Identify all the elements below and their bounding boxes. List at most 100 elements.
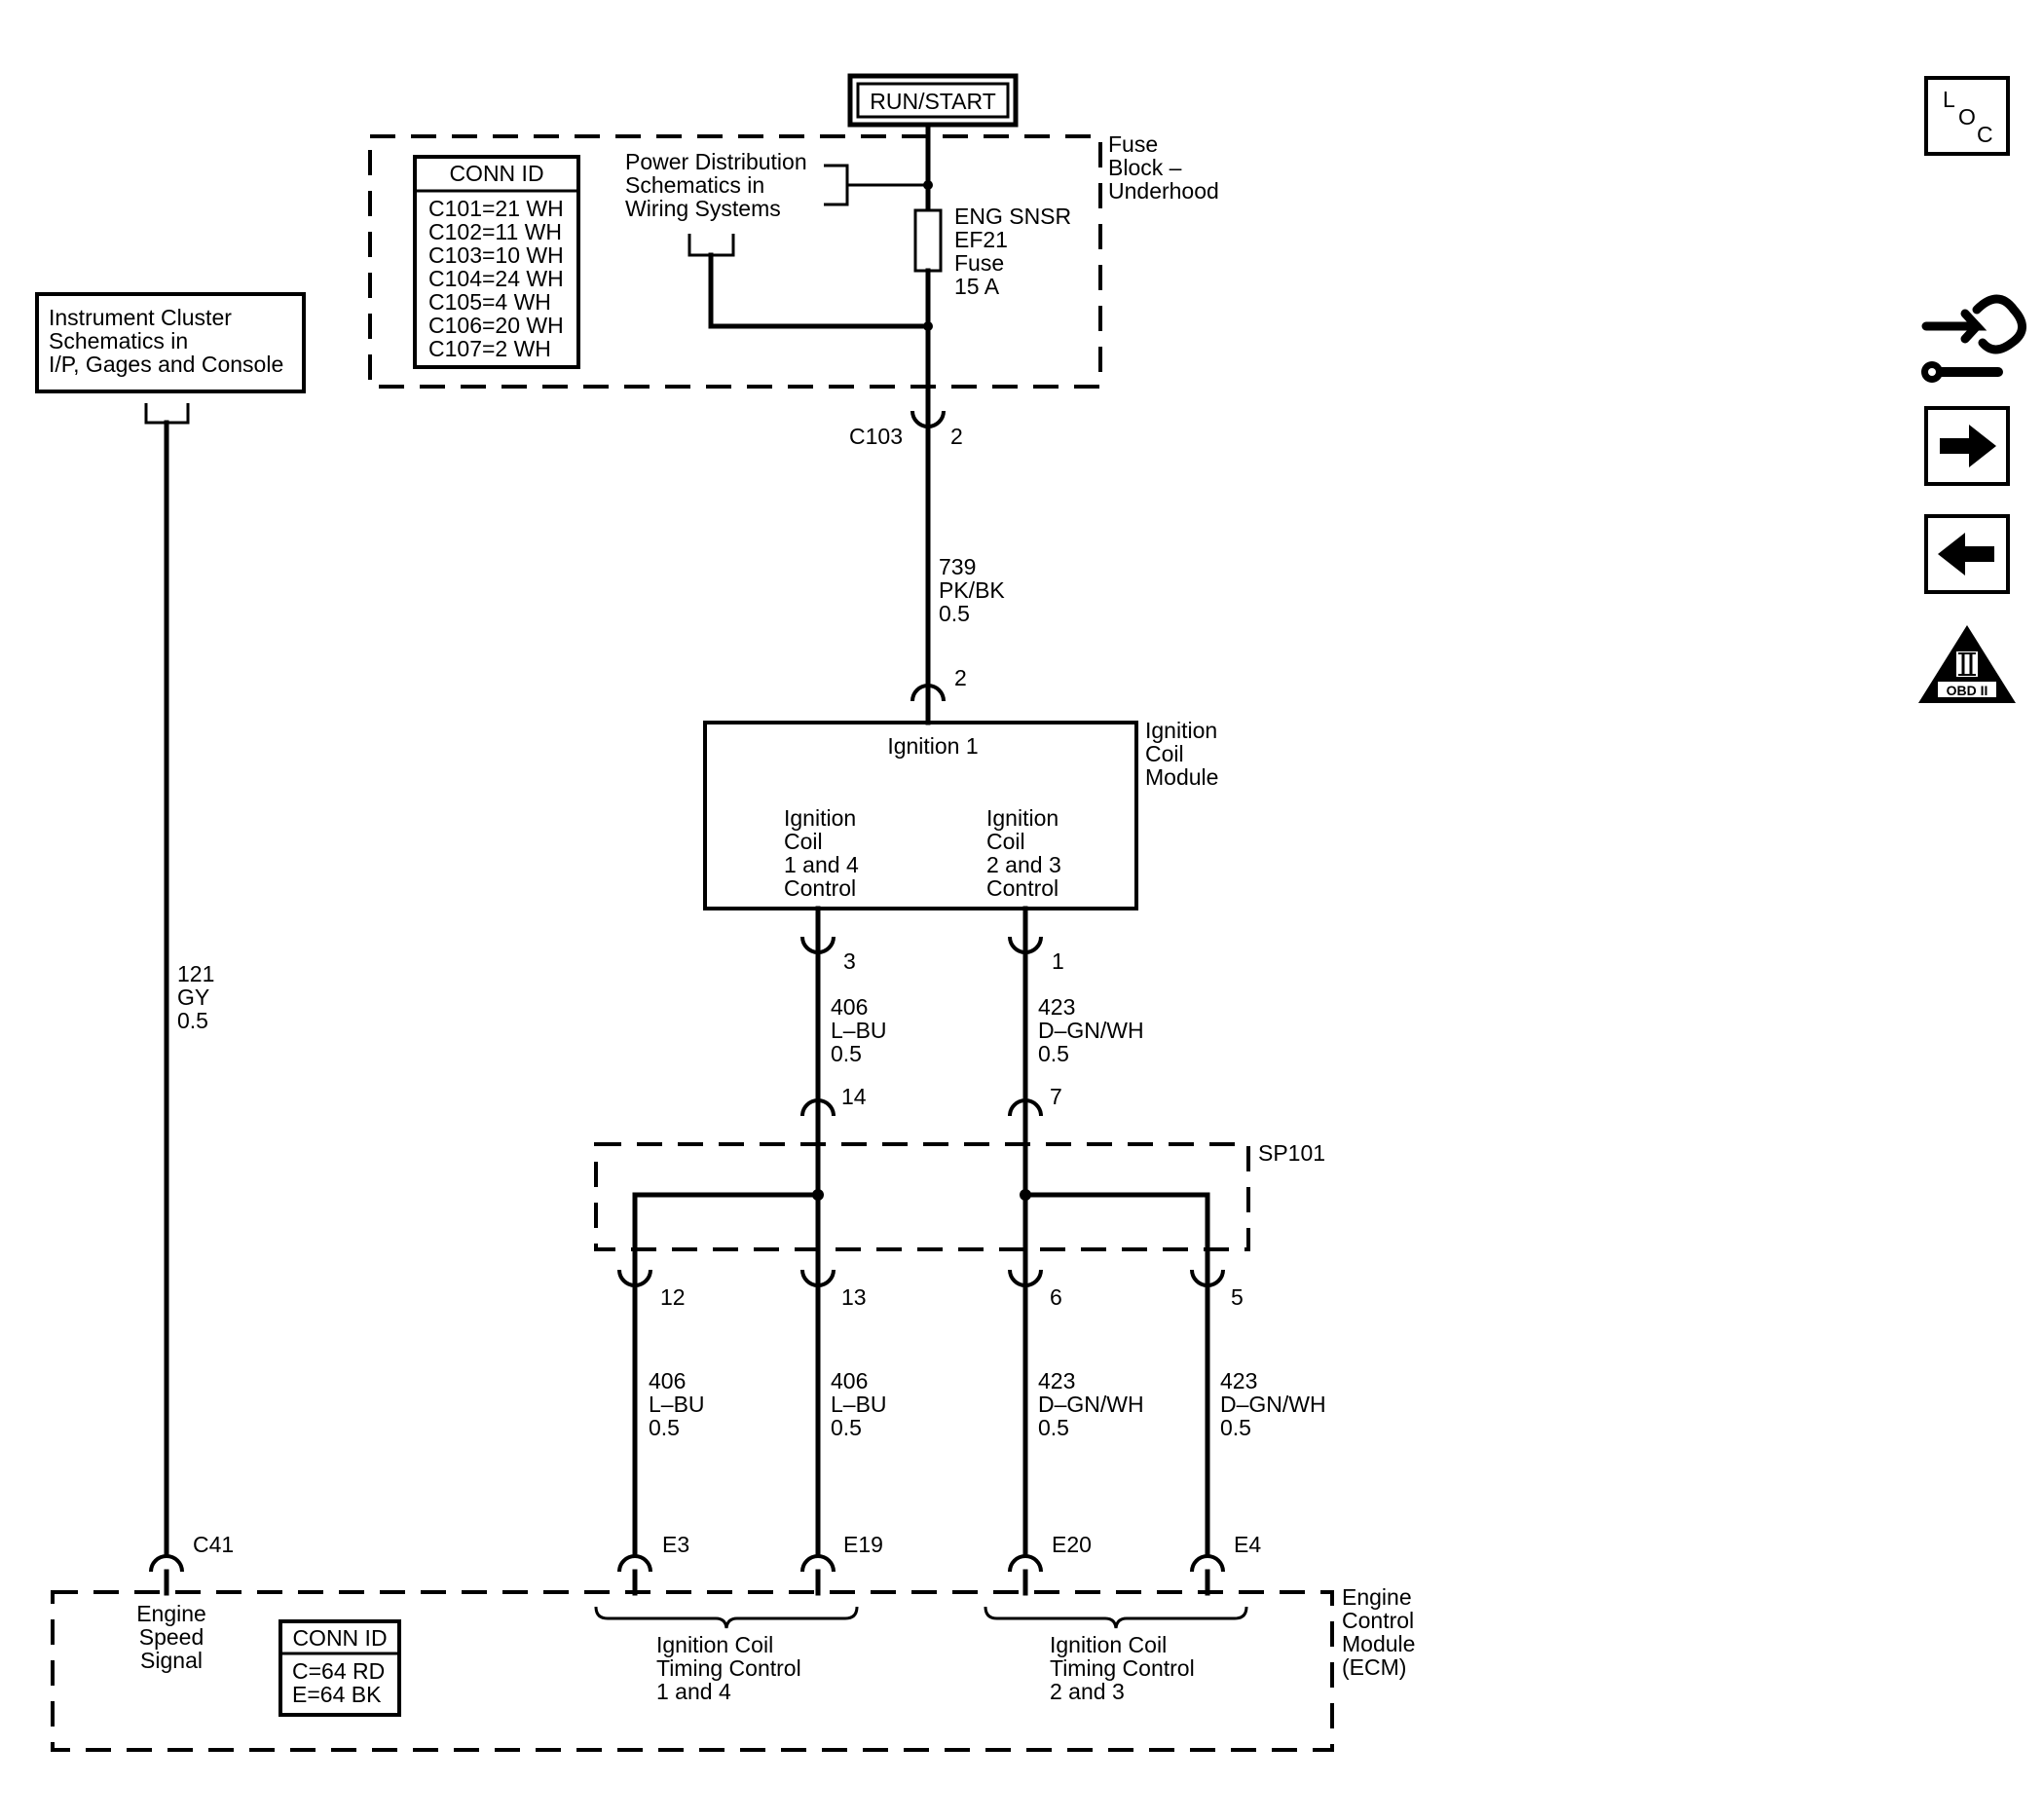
instrument-cluster-ref[interactable]: Instrument Cluster Schematics in I/P, Ga… <box>35 292 306 425</box>
ecm-conn-id-table: CONN ID C=64 RD E=64 BK <box>279 1619 401 1717</box>
svg-text:0.5: 0.5 <box>939 601 970 626</box>
svg-text:Timing Control: Timing Control <box>656 1655 801 1681</box>
svg-text:121: 121 <box>177 961 214 986</box>
svg-text:GY: GY <box>177 984 209 1010</box>
wire-423-upper: 423 D–GN/WH 0.5 <box>1022 934 1144 1115</box>
svg-text:L–BU: L–BU <box>649 1392 705 1417</box>
ecm: Engine Control Module (ECM) C41 E3 E19 E… <box>51 1532 1415 1752</box>
next-arrow-icon[interactable] <box>1924 406 2010 486</box>
svg-text:L–BU: L–BU <box>831 1018 887 1043</box>
svg-text:Ignition: Ignition <box>986 805 1059 831</box>
svg-text:Fuse: Fuse <box>1108 131 1158 157</box>
svg-text:EF21: EF21 <box>954 227 1008 252</box>
svg-text:C102=11 WH: C102=11 WH <box>428 219 562 244</box>
svg-text:0.5: 0.5 <box>1038 1041 1069 1066</box>
svg-text:(ECM): (ECM) <box>1342 1654 1406 1680</box>
svg-text:406: 406 <box>831 1368 868 1393</box>
svg-text:1 and 4: 1 and 4 <box>784 852 859 877</box>
svg-text:739: 739 <box>939 554 976 579</box>
svg-text:406: 406 <box>831 994 868 1020</box>
svg-text:2: 2 <box>954 665 967 690</box>
svg-text:Signal: Signal <box>140 1648 203 1673</box>
svg-text:1: 1 <box>1052 948 1064 974</box>
svg-text:Power Distribution: Power Distribution <box>625 149 807 174</box>
run-start-label: RUN/START <box>870 89 996 114</box>
svg-text:C103=10 WH: C103=10 WH <box>428 242 564 268</box>
svg-text:D–GN/WH: D–GN/WH <box>1038 1392 1144 1417</box>
svg-text:OBD II: OBD II <box>1947 683 1988 698</box>
power-distribution-ref[interactable]: Power Distribution Schematics in Wiring … <box>625 149 931 329</box>
svg-text:6: 6 <box>1050 1284 1062 1310</box>
svg-text:5: 5 <box>1231 1284 1244 1310</box>
back-arrow-icon[interactable] <box>1924 514 2010 594</box>
timing-control-1-4-label: Ignition Coil <box>656 1632 773 1657</box>
svg-text:L: L <box>1943 87 1955 112</box>
engine-speed-signal-label: Engine Speed Signal <box>136 1601 206 1673</box>
svg-text:Schematics in: Schematics in <box>49 328 188 353</box>
obd-ii-icon[interactable]: OBD II <box>1918 625 2016 703</box>
svg-text:E3: E3 <box>662 1532 689 1557</box>
svg-text:Module: Module <box>1342 1631 1415 1656</box>
svg-text:0.5: 0.5 <box>1038 1415 1069 1440</box>
svg-text:Ignition: Ignition <box>1145 718 1217 743</box>
svg-text:12: 12 <box>660 1284 686 1310</box>
svg-text:Engine: Engine <box>1342 1584 1412 1610</box>
svg-text:7: 7 <box>1050 1084 1062 1109</box>
svg-text:0.5: 0.5 <box>1220 1415 1251 1440</box>
splice-pack-sp101: SP101 14 7 12 13 6 5 <box>594 1084 1325 1310</box>
conn-id-title: CONN ID <box>449 161 543 186</box>
svg-text:Engine: Engine <box>136 1601 206 1626</box>
svg-text:CONN ID: CONN ID <box>292 1625 387 1651</box>
svg-text:Schematics in: Schematics in <box>625 172 764 198</box>
lower-wires: 406 L–BU 0.5 406 L–BU 0.5 423 D–GN/WH 0.… <box>632 1267 1326 1555</box>
svg-text:C=64 RD: C=64 RD <box>292 1658 385 1684</box>
svg-text:C41: C41 <box>193 1532 234 1557</box>
svg-text:1 and 4: 1 and 4 <box>656 1679 731 1704</box>
svg-text:Fuse: Fuse <box>954 250 1004 276</box>
svg-text:L–BU: L–BU <box>831 1392 887 1417</box>
svg-text:C: C <box>1977 122 1993 147</box>
svg-text:C104=24 WH: C104=24 WH <box>428 266 564 291</box>
svg-text:2 and 3: 2 and 3 <box>1050 1679 1125 1704</box>
svg-text:C107=2 WH: C107=2 WH <box>428 336 551 361</box>
ignition-coil-module: Ignition 1 Ignition Coil 1 and 4 Control… <box>703 718 1218 910</box>
svg-text:Coil: Coil <box>784 829 823 854</box>
svg-text:Control: Control <box>1342 1608 1414 1633</box>
svg-text:13: 13 <box>841 1284 867 1310</box>
svg-text:0.5: 0.5 <box>831 1415 862 1440</box>
svg-text:C105=4 WH: C105=4 WH <box>428 289 551 315</box>
location-icon[interactable]: L O C <box>1924 76 2010 156</box>
svg-text:Timing Control: Timing Control <box>1050 1655 1195 1681</box>
svg-text:423: 423 <box>1038 994 1075 1020</box>
svg-text:14: 14 <box>841 1084 867 1109</box>
svg-text:SP101: SP101 <box>1258 1140 1325 1166</box>
svg-text:E20: E20 <box>1052 1532 1092 1557</box>
svg-text:2 and 3: 2 and 3 <box>986 852 1061 877</box>
svg-text:Block –: Block – <box>1108 155 1182 180</box>
svg-text:I/P, Gages and Console: I/P, Gages and Console <box>49 352 283 377</box>
ignition-1-label: Ignition 1 <box>887 733 978 759</box>
svg-text:E19: E19 <box>843 1532 883 1557</box>
brace-timing-1-4 <box>594 1606 859 1629</box>
fuse-block-conn-id-table: CONN ID C101=21 WH C102=11 WH C103=10 WH… <box>413 155 580 369</box>
svg-text:406: 406 <box>649 1368 686 1393</box>
wire-406-upper: 406 L–BU 0.5 <box>815 934 887 1115</box>
svg-text:PK/BK: PK/BK <box>939 577 1005 603</box>
svg-text:423: 423 <box>1220 1368 1257 1393</box>
fuse-feed: ENG SNSR EF21 Fuse 15 A <box>913 122 1071 410</box>
svg-text:D–GN/WH: D–GN/WH <box>1220 1392 1326 1417</box>
svg-text:C101=21 WH: C101=21 WH <box>428 196 564 221</box>
svg-text:Instrument Cluster: Instrument Cluster <box>49 305 232 330</box>
svg-text:Coil: Coil <box>1145 741 1184 766</box>
wrench-hand-icon[interactable] <box>1921 294 2026 383</box>
timing-control-2-3-label: Ignition Coil <box>1050 1632 1167 1657</box>
svg-text:O: O <box>1958 104 1976 130</box>
svg-text:Control: Control <box>986 875 1059 901</box>
svg-text:Control: Control <box>784 875 856 901</box>
svg-text:Ignition: Ignition <box>784 805 856 831</box>
svg-text:0.5: 0.5 <box>649 1415 680 1440</box>
svg-text:15 A: 15 A <box>954 274 1000 299</box>
svg-text:E=64 BK: E=64 BK <box>292 1682 382 1707</box>
svg-text:D–GN/WH: D–GN/WH <box>1038 1018 1144 1043</box>
